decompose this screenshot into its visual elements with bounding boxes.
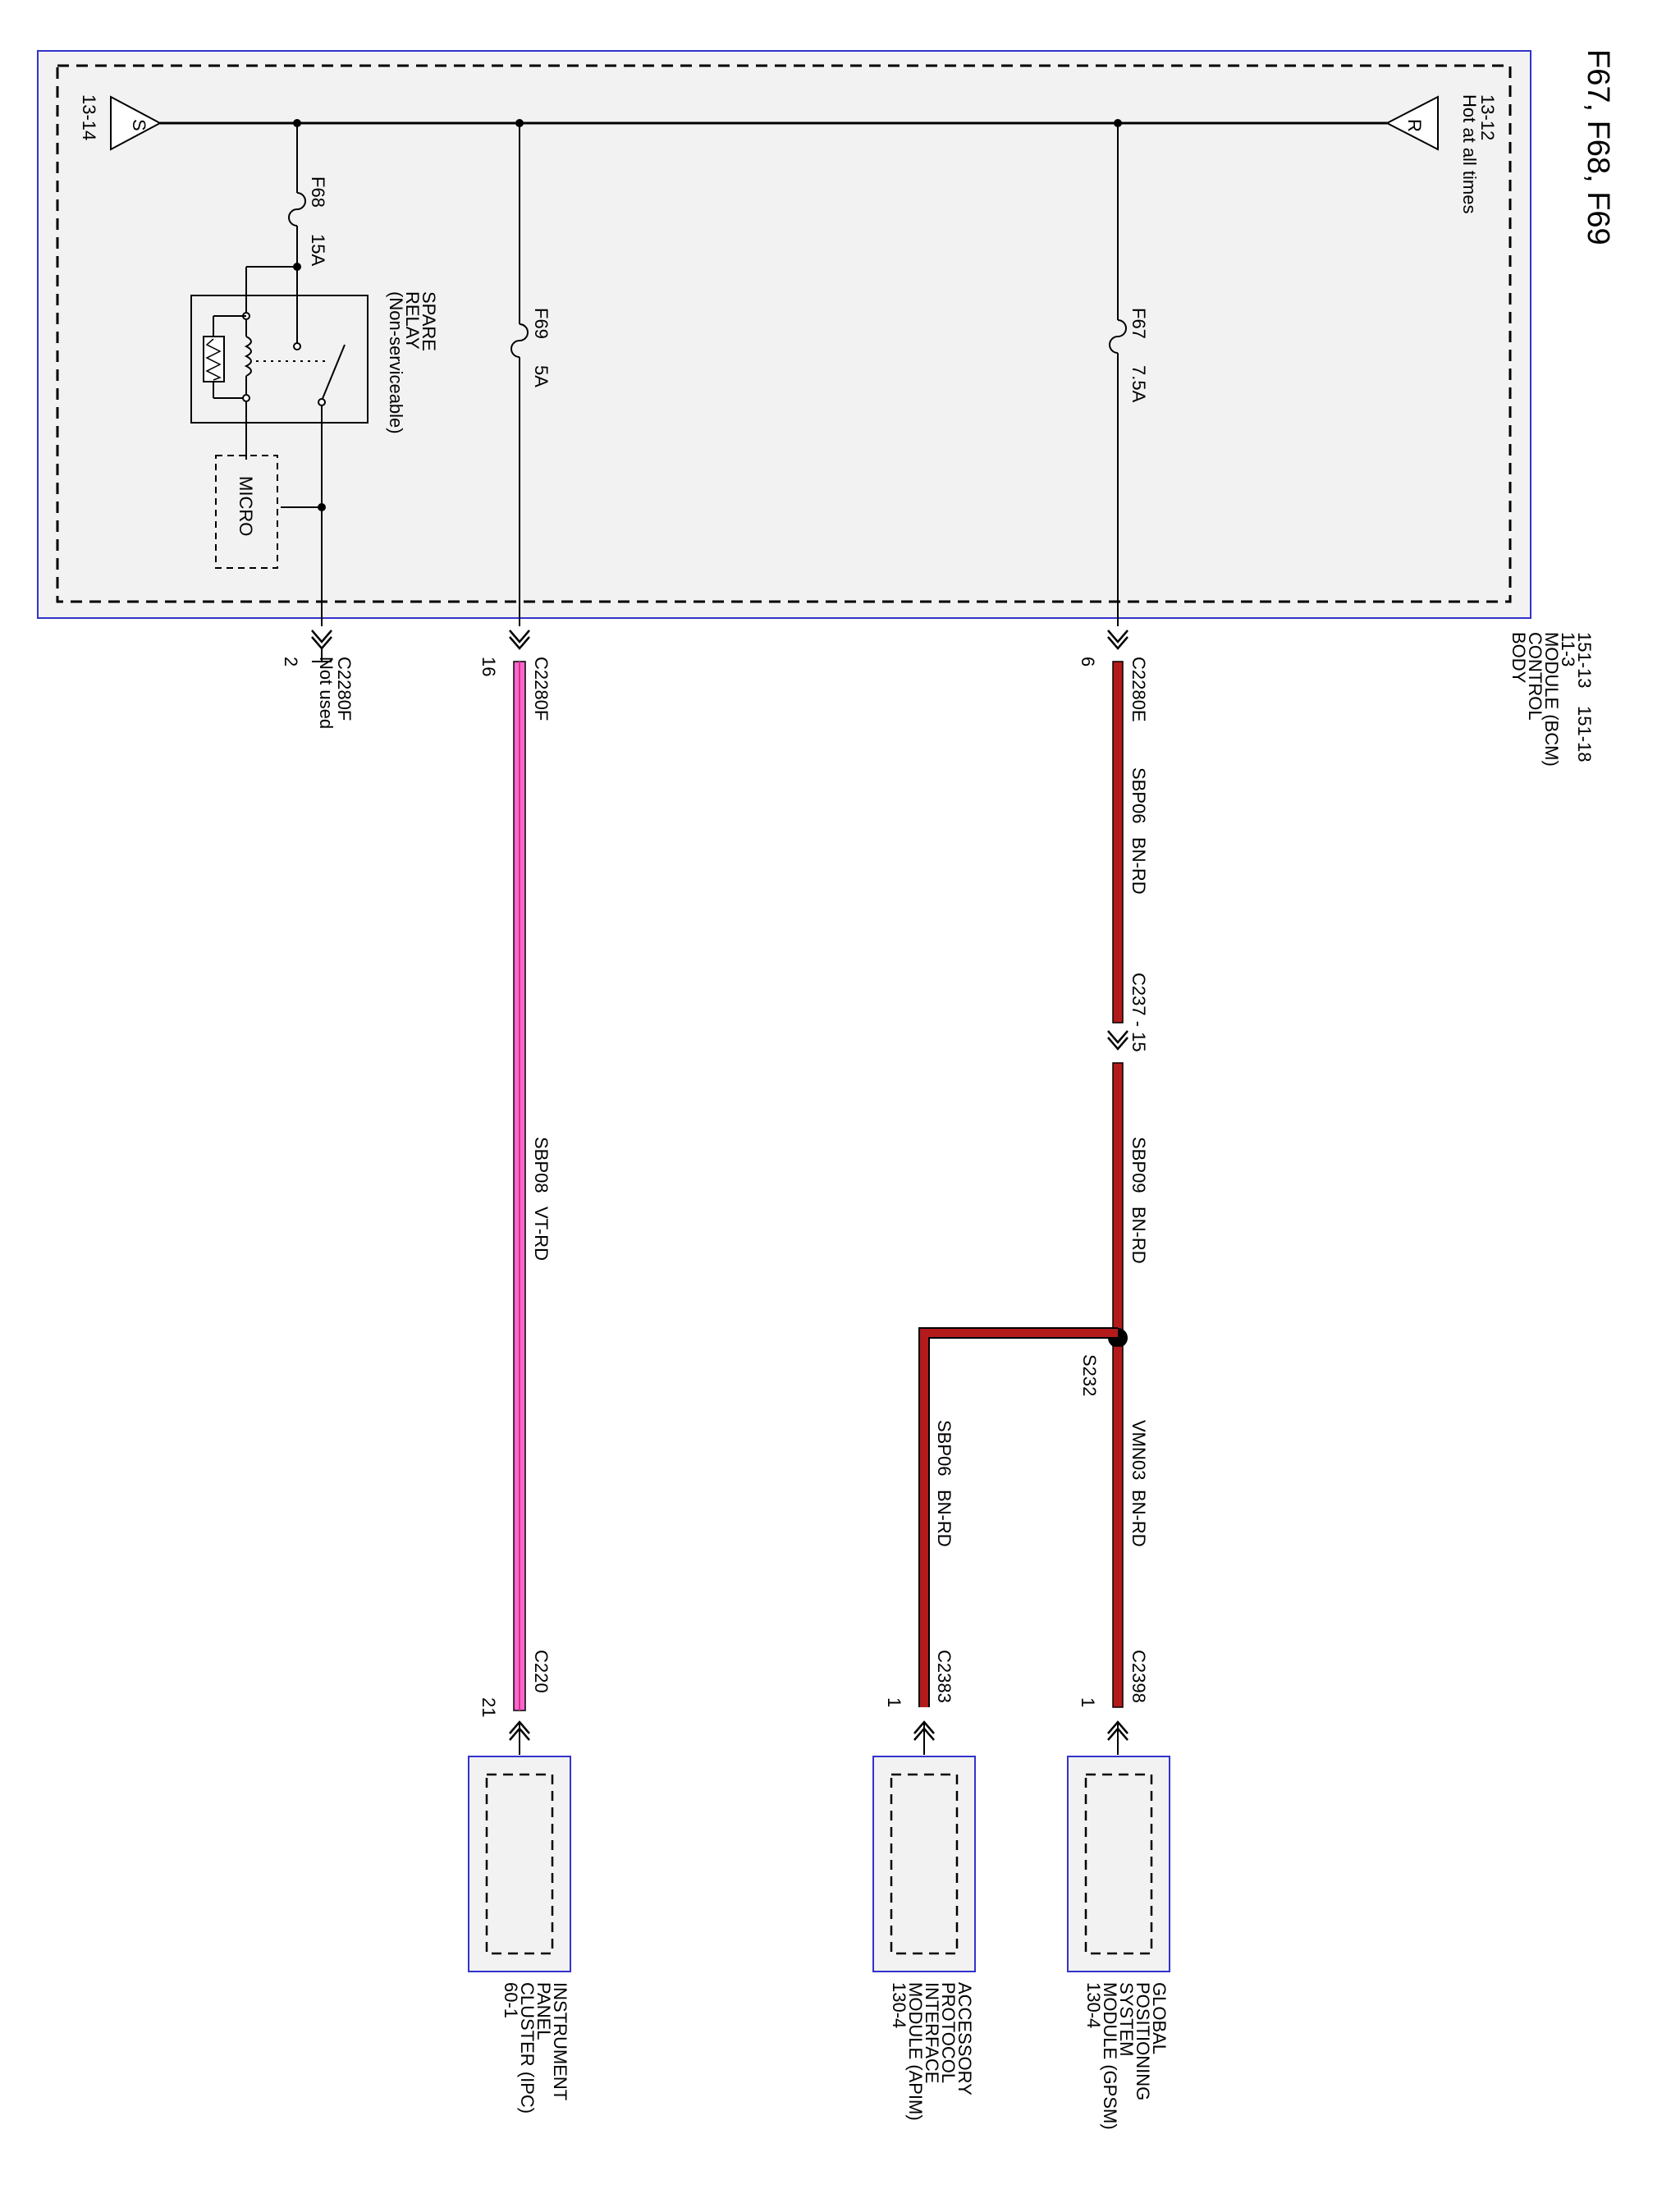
gpsm-name-line-2: POSITIONING (1133, 1982, 1153, 2100)
spare-relay-label: SPARE RELAY (Non-serviceable) (386, 291, 439, 434)
wire-w1-color: BN-RD (1128, 837, 1149, 895)
ipc-name-line-1: INSTRUMENT (550, 1982, 570, 2100)
fuse-f69-symbol (510, 323, 529, 358)
micro-label: MICRO (236, 476, 256, 536)
wire-w5-color: VT-RD (531, 1207, 552, 1261)
apim-name-line-2: PROTOCOL (938, 1982, 959, 2083)
hot-input-triangle: R (1385, 95, 1439, 151)
s-output-triangle: S (110, 95, 163, 151)
bcm-ref-2: 151-18 (1574, 706, 1595, 763)
connector-c2280f-2-symbol (311, 630, 332, 650)
ipc-label: INSTRUMENT PANEL CLUSTER (IPC) 60-1 (501, 1982, 570, 2114)
wire-w5-label: SBP08 VT-RD (531, 1137, 552, 1261)
hot-symbol: R (1404, 119, 1425, 132)
diagram-title: F67, F68, F69 (1581, 49, 1615, 245)
spare-relay-box (190, 295, 369, 424)
relay-label-line-3: (Non-serviceable) (386, 291, 406, 434)
fuse-f67-name: F67 (1128, 308, 1149, 339)
wire-sbp06-apim (920, 1329, 1118, 1707)
relay-switch-arm (321, 344, 346, 401)
bcm-module (37, 50, 1531, 619)
apim-name-line-3: INTERFACE (922, 1982, 942, 2083)
fuse-f69-name: F69 (531, 308, 552, 339)
wire-w4-label: SBP06 BN-RD (934, 1420, 955, 1547)
bcm-label: BODY CONTROL MODULE (BCM) 11-3 151-13 15… (1508, 632, 1595, 767)
connector-c2398-name: C2398 (1128, 1650, 1149, 1703)
apim-name-line-1: ACCESSORY (955, 1982, 975, 2095)
fuse-f68-symbol (288, 192, 306, 227)
relay-contact-fixed (293, 342, 301, 350)
wire-sbp09 (1112, 1062, 1124, 1335)
connector-c220-name: C220 (531, 1650, 552, 1693)
gpsm-name-line-4: MODULE (GPSM) (1100, 1982, 1120, 2130)
gpsm-label: GLOBAL POSITIONING SYSTEM MODULE (GPSM) … (1083, 1982, 1170, 2130)
connector-c2280f-2-note: Not used (316, 657, 336, 729)
connector-c237-name: C237 - 15 (1128, 973, 1149, 1052)
wire-w3-color: BN-RD (1128, 1490, 1149, 1547)
wire-sbp06-bcm (1112, 661, 1124, 1024)
apim-module (872, 1756, 976, 1972)
gpsm-name-line-3: SYSTEM (1116, 1982, 1137, 2056)
connector-c237-symbol (1107, 1030, 1128, 1051)
connector-c2280e-pin: 6 (1078, 657, 1098, 666)
connector-c2280f-16-pin: 16 (478, 657, 499, 676)
wire-w4-color: BN-RD (934, 1490, 955, 1547)
fuse-f68-label: F68 15A (308, 176, 328, 266)
ipc-name-line-2: PANEL (533, 1982, 554, 2040)
hot-ref: 13-12 (1477, 94, 1498, 140)
wire-w4-circuit: SBP06 (934, 1420, 955, 1477)
ipc-name-line-3: CLUSTER (IPC) (517, 1982, 538, 2114)
connector-c2280e-symbol (1107, 630, 1128, 650)
wire-w3-circuit: VMN03 (1128, 1420, 1149, 1480)
fuse-f67-rating: 7.5A (1128, 365, 1149, 403)
fuse-f69-rating: 5A (531, 365, 552, 387)
connector-c2398-pin: 1 (1078, 1697, 1098, 1707)
wire-w1-circuit: SBP06 (1128, 767, 1149, 824)
wire-w2-color: BN-RD (1128, 1207, 1149, 1264)
connector-c2280f-2-name: C2280F (334, 657, 355, 721)
wire-w2-circuit: SBP09 (1128, 1137, 1149, 1193)
bcm-name-line-4: 11-3 (1558, 632, 1578, 666)
connector-c2280e-name: C2280E (1128, 657, 1149, 722)
relay-label-line-1: SPARE (419, 291, 439, 351)
apim-name-line-4: MODULE (APIM) (905, 1982, 926, 2121)
relay-coil (244, 336, 252, 377)
fuse-f69-label: F69 5A (531, 308, 552, 387)
gpsm-ref: 130-4 (1083, 1982, 1104, 2028)
micro-box (215, 455, 278, 569)
hot-label: Hot at all times (1459, 94, 1480, 214)
gpsm-name-line-1: GLOBAL (1149, 1982, 1170, 2054)
ipc-ref: 60-1 (501, 1982, 521, 2018)
ipc-module (468, 1756, 571, 1972)
s-symbol: S (129, 119, 149, 131)
splice-s232-name: S232 (1079, 1354, 1100, 1396)
apim-label: ACCESSORY PROTOCOL INTERFACE MODULE (API… (889, 1982, 975, 2121)
bcm-ref-1: 151-13 (1574, 632, 1595, 689)
relay-contact-common (318, 398, 326, 406)
wire-w1-label: SBP06 BN-RD (1128, 767, 1149, 895)
hot-label-group: Hot at all times 13-12 (1459, 94, 1498, 214)
s-ref: 13-14 (79, 94, 99, 140)
wire-w2-label: SBP09 BN-RD (1128, 1137, 1149, 1264)
gpsm-module (1067, 1756, 1170, 1972)
connector-c2280f-16-name: C2280F (531, 657, 552, 721)
connector-c2383-name: C2383 (934, 1650, 955, 1703)
wire-w3-label: VMN03 BN-RD (1128, 1420, 1149, 1547)
bcm-name-line-1: BODY (1508, 632, 1529, 684)
fuse-f68-name: F68 (308, 176, 328, 208)
fuse-f67-symbol (1109, 319, 1127, 354)
relay-label-line-2: RELAY (402, 291, 423, 350)
fuse-f67-label: F67 7.5A (1128, 308, 1149, 403)
apim-ref: 130-4 (889, 1982, 909, 2028)
connector-c2280f-2-pin: 2 (281, 657, 301, 666)
connector-c2383-pin: 1 (884, 1697, 904, 1707)
wire-w5-circuit: SBP08 (531, 1137, 552, 1193)
fuse-f68-rating: 15A (308, 234, 328, 266)
connector-c2280f-16-symbol (509, 630, 530, 650)
bcm-name-line-2: CONTROL (1525, 632, 1545, 721)
connector-c220-pin: 21 (478, 1697, 499, 1717)
bcm-name-line-3: MODULE (BCM) (1541, 632, 1562, 767)
wire-vmn03 (1112, 1345, 1124, 1708)
